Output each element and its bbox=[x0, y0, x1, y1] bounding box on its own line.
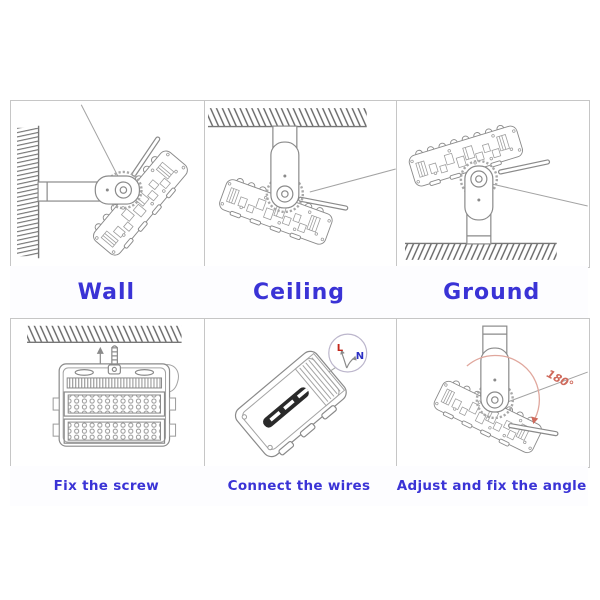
wire-neutral-label: N bbox=[355, 351, 363, 362]
screw-bracket bbox=[107, 364, 121, 375]
wall-hatch bbox=[17, 127, 39, 257]
mounting-screw bbox=[111, 345, 118, 365]
ceiling-mount-illustration bbox=[207, 108, 396, 249]
wall-mount-illustration bbox=[17, 104, 193, 260]
wire-fork bbox=[339, 349, 357, 369]
panel-wall-mount bbox=[11, 101, 204, 267]
led-array bbox=[67, 394, 162, 414]
rotation-angle-label: 180° bbox=[545, 367, 576, 392]
led-array bbox=[67, 421, 162, 441]
panel-fix-screw bbox=[11, 319, 204, 467]
wire-live-label: L bbox=[336, 343, 343, 354]
panel-connect-wires: L N bbox=[203, 319, 397, 467]
led-module-frame bbox=[63, 418, 166, 444]
panel-ceiling-mount bbox=[203, 101, 397, 267]
mounting-captions: Wall Ceiling Ground bbox=[10, 266, 588, 318]
caption-connect-wires: Connect the wires bbox=[227, 478, 371, 494]
caption-fix-screw: Fix the screw bbox=[53, 478, 160, 494]
installation-steps-row: L N 180° bbox=[10, 318, 590, 468]
caption-adjust-angle: Adjust and fix the angle bbox=[396, 478, 587, 494]
beam-axis-line bbox=[80, 104, 122, 184]
up-arrow-icon bbox=[96, 346, 104, 364]
adjust-handle bbox=[508, 423, 559, 437]
ground-hatch bbox=[405, 243, 558, 260]
adjust-handle bbox=[498, 159, 551, 175]
beam-axis-line bbox=[309, 168, 396, 193]
adjust-angle-illustration: 180° bbox=[430, 325, 589, 458]
hanging-slot bbox=[134, 369, 155, 376]
vent-strip bbox=[66, 377, 163, 389]
ground-mount-illustration bbox=[405, 120, 589, 260]
beam-axis-line bbox=[492, 183, 589, 207]
hanging-slot bbox=[74, 369, 94, 376]
fixture-3d bbox=[234, 350, 347, 458]
panel-ground-mount bbox=[396, 101, 589, 267]
beam-axis-line bbox=[504, 371, 589, 404]
rotation-arrowhead bbox=[531, 416, 539, 424]
panel-adjust-angle: 180° bbox=[396, 319, 589, 467]
caption-ceiling: Ceiling bbox=[252, 279, 346, 305]
caption-ground: Ground bbox=[443, 279, 541, 305]
ceiling-hatch bbox=[27, 325, 182, 342]
step-captions: Fix the screw Connect the wires Adjust a… bbox=[10, 466, 588, 506]
fix-screw-illustration bbox=[27, 325, 182, 447]
adjust-handle bbox=[131, 136, 161, 177]
ceiling-hatch bbox=[207, 108, 367, 127]
mounting-options-row bbox=[10, 100, 590, 268]
led-module-frame bbox=[63, 391, 166, 417]
connect-wires-illustration: L N bbox=[234, 333, 367, 458]
rotation-arc bbox=[466, 354, 541, 420]
caption-wall: Wall bbox=[77, 279, 136, 305]
hinge-knurl bbox=[460, 159, 499, 199]
wire-label-balloon bbox=[327, 333, 367, 373]
